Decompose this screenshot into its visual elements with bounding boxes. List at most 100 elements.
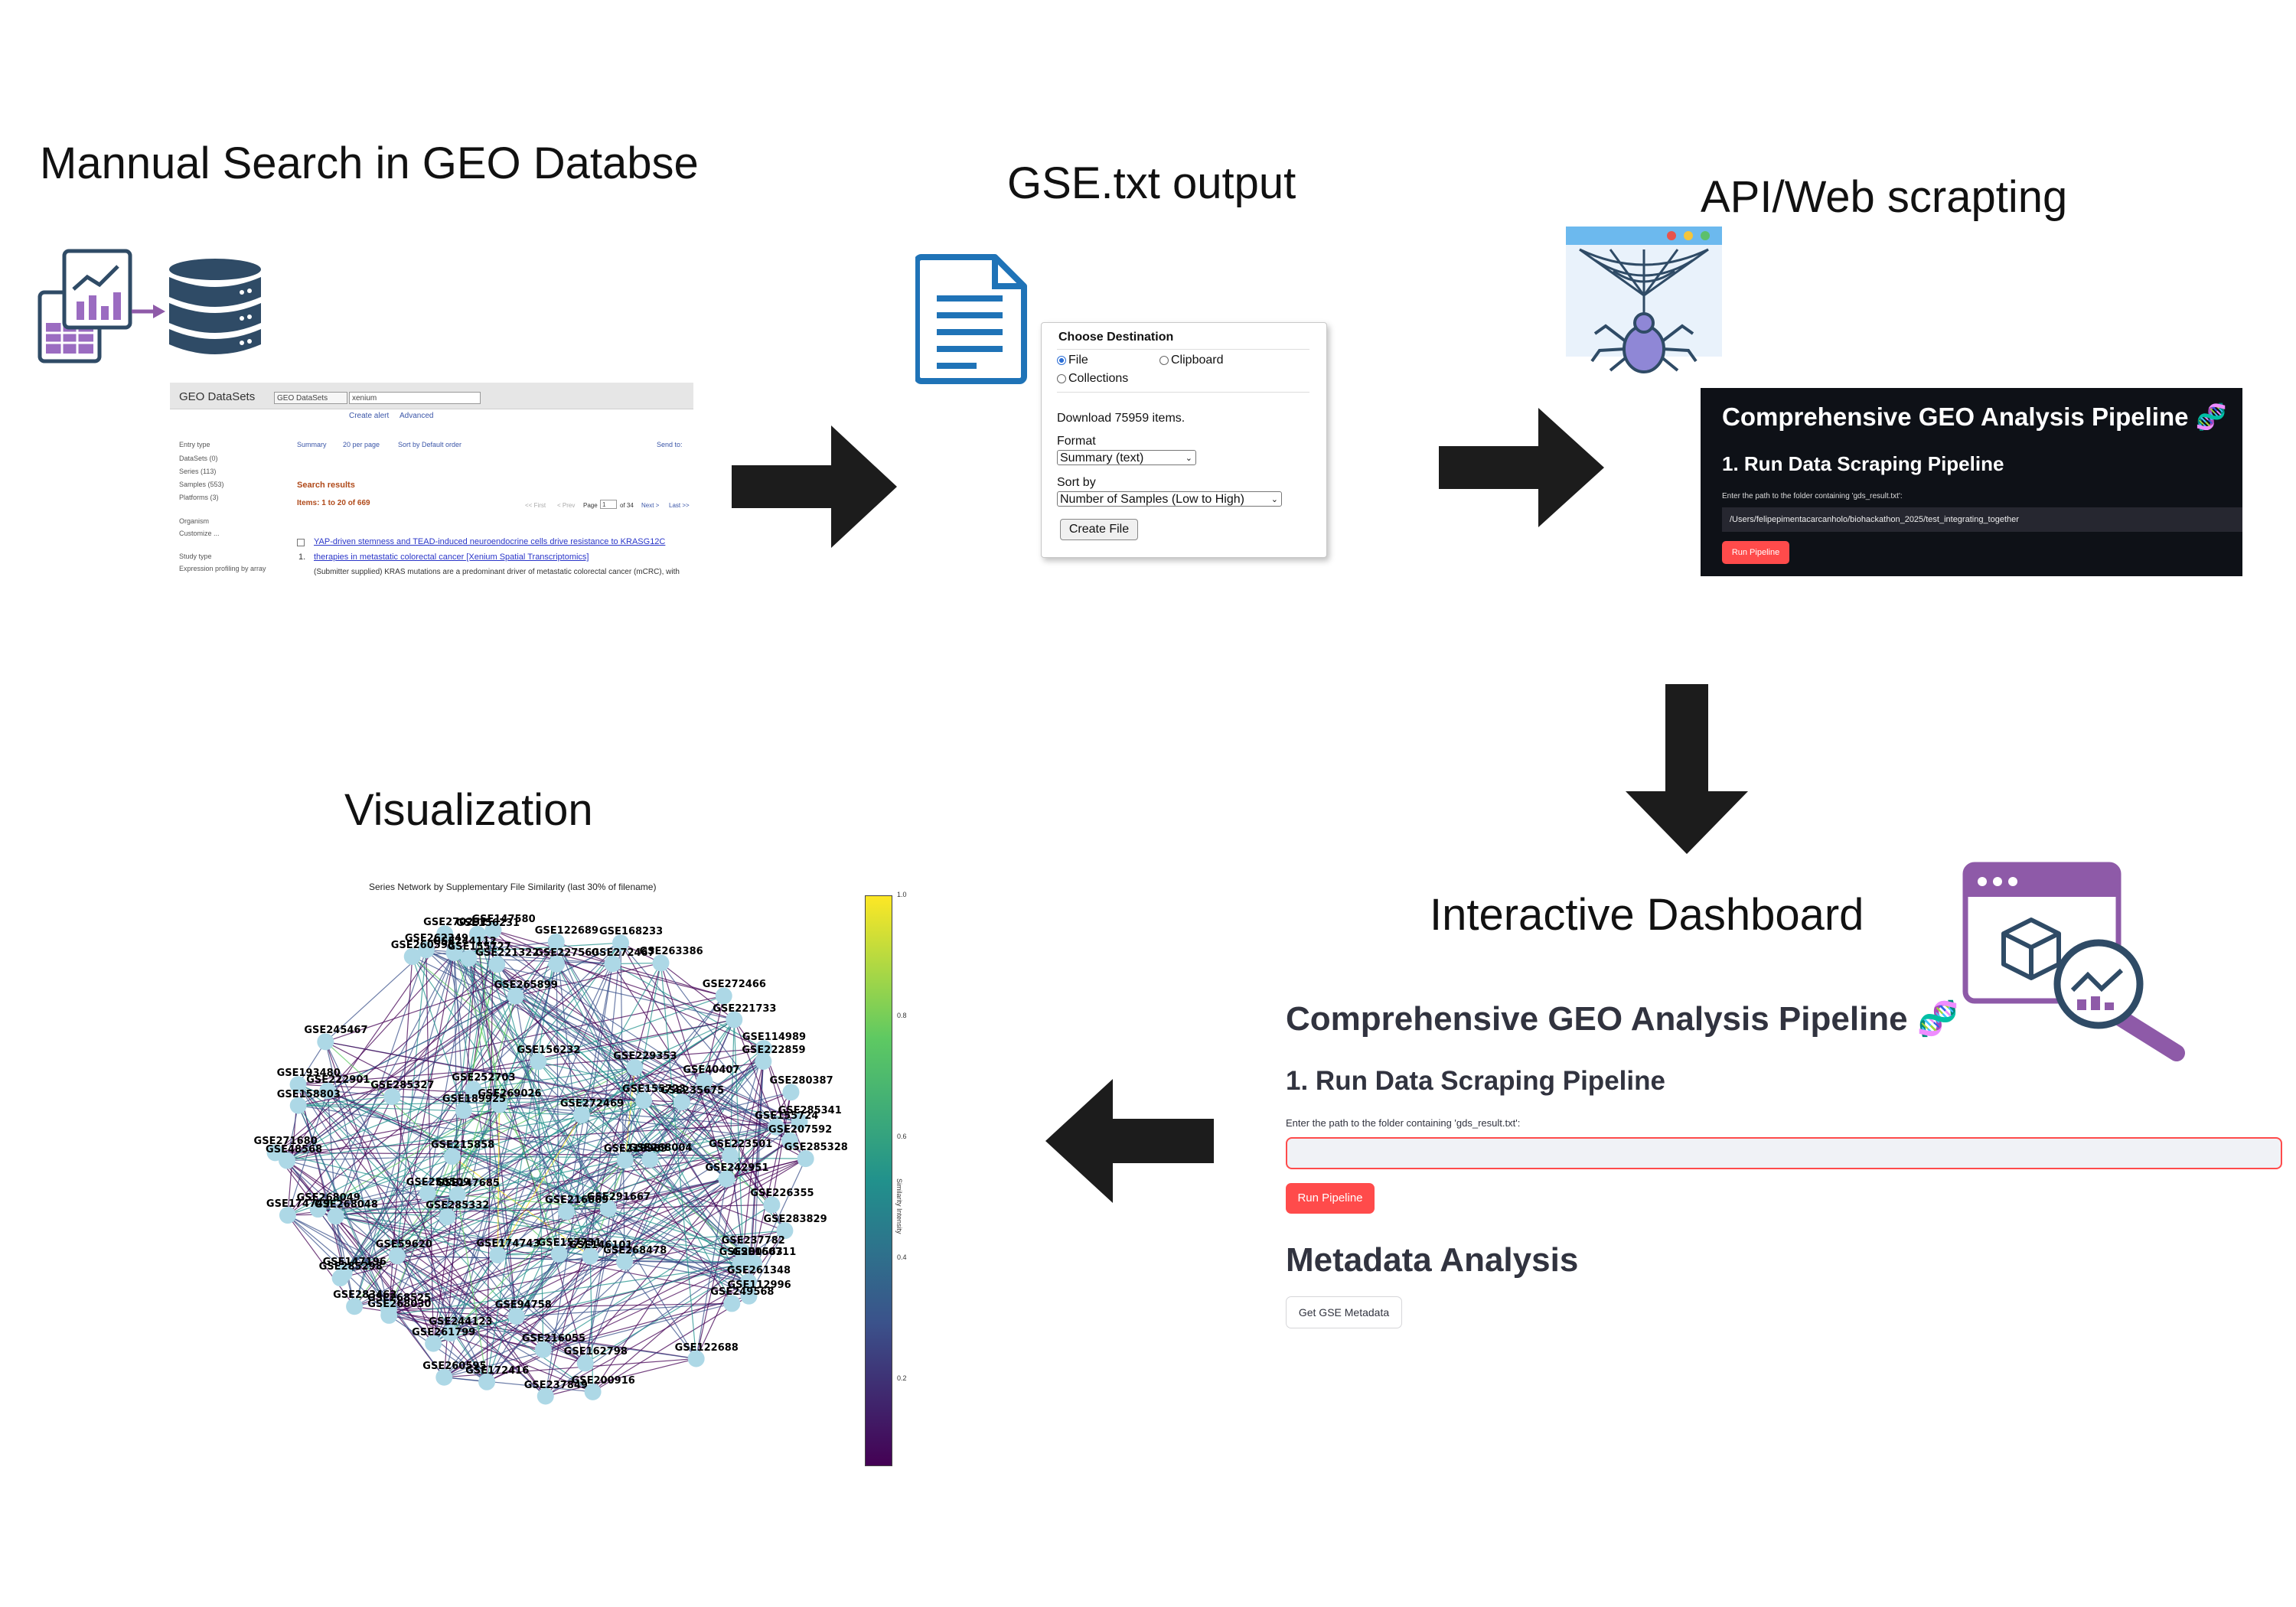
get-gse-metadata-button[interactable]: Get GSE Metadata [1286, 1296, 1402, 1328]
network-node-label: GSE223501 [709, 1139, 773, 1150]
network-edge [450, 1263, 755, 1334]
network-node [745, 1254, 763, 1272]
geo-search-input[interactable]: xenium [349, 392, 481, 404]
network-node-label: GSE229353 [613, 1050, 677, 1062]
geo-send-to-menu[interactable]: Send to: [657, 441, 683, 448]
network-edge [497, 1114, 582, 1256]
network-edge [318, 1019, 735, 1210]
network-edge [515, 996, 791, 1142]
geo-pager-next[interactable]: Next > [641, 502, 660, 509]
network-node-label: GSE218989 [603, 1143, 667, 1156]
format-select[interactable]: Summary (text)⌄ [1057, 450, 1196, 465]
network-node-label: GSE250509 [406, 1176, 470, 1188]
network-edge [496, 963, 727, 1180]
geo-pager-last[interactable]: Last >> [669, 502, 690, 509]
network-node [548, 955, 566, 973]
network-edge [486, 1114, 582, 1382]
geo-customize-link[interactable]: Customize ... [179, 530, 220, 537]
dialog-divider [1057, 392, 1309, 393]
network-node-label: GSE227560 [535, 947, 599, 959]
network-edge [742, 1061, 764, 1253]
dark-section-title: 1. Run Data Scraping Pipeline [1722, 452, 2004, 475]
light-run-pipeline-button[interactable]: Run Pipeline [1286, 1183, 1375, 1214]
network-edge [354, 1254, 498, 1307]
network-node [266, 1144, 284, 1162]
network-node [530, 1053, 547, 1071]
network-node-label: GSE265899 [494, 979, 558, 991]
network-node-label: GSE269026 [478, 1087, 542, 1100]
network-node-label: GSE285341 [778, 1104, 842, 1116]
dark-run-pipeline-button[interactable]: Run Pipeline [1722, 541, 1789, 564]
network-node-label: GSE158803 [276, 1088, 341, 1100]
dark-path-input[interactable]: /Users/felipepimentacarcanholo/biohackat… [1722, 507, 2242, 532]
geo-filter-item[interactable]: Series (113) [179, 468, 217, 475]
network-edge [325, 949, 427, 1042]
network-edge [486, 1100, 644, 1383]
create-file-button[interactable]: Create File [1060, 519, 1138, 540]
light-path-label: Enter the path to the folder containing … [1286, 1117, 1521, 1129]
geo-result-title-line2[interactable]: therapies in metastatic colorectal cance… [314, 553, 589, 562]
geo-page-input[interactable]: 1 [600, 500, 617, 509]
geo-result-title-line1[interactable]: YAP-driven stemness and TEAD-induced neu… [314, 537, 666, 546]
network-edge [545, 1126, 777, 1397]
geo-pager-first[interactable]: << First [525, 502, 546, 509]
geo-per-page-menu[interactable]: 20 per page [343, 441, 380, 448]
network-node [445, 944, 463, 962]
network-edge [497, 963, 614, 1256]
sort-select[interactable]: Number of Samples (Low to High)⌄ [1057, 491, 1282, 507]
geo-study-item[interactable]: Expression profiling by array [179, 565, 266, 572]
spider-web-icon [1566, 227, 1722, 373]
network-edge [286, 1101, 683, 1162]
network-edge [318, 952, 455, 1210]
network-node-label: GSE160711 [732, 1246, 797, 1258]
geo-advanced-link[interactable]: Advanced [400, 412, 434, 420]
geo-pager-prev[interactable]: < Prev [557, 502, 576, 509]
network-node-label: GSE155724 [755, 1110, 819, 1122]
network-edge [608, 1208, 749, 1283]
geo-create-alert-link[interactable]: Create alert [349, 412, 390, 420]
network-edge [763, 1048, 807, 1159]
geo-summary-menu[interactable]: Summary [297, 441, 327, 448]
network-node [599, 1200, 617, 1217]
network-edge [354, 1159, 626, 1307]
network-edge [771, 1092, 792, 1205]
network-edge [318, 1104, 500, 1210]
geo-result-checkbox[interactable] [297, 539, 305, 546]
geo-sort-menu[interactable]: Sort by Default order [398, 441, 462, 448]
geo-database-select[interactable]: GEO DataSets [274, 392, 347, 404]
network-node-label: GSE237849 [523, 1379, 588, 1391]
radio-file[interactable]: File [1057, 354, 1088, 367]
network-edge [391, 1096, 451, 1334]
geo-filter-item[interactable]: Platforms (3) [179, 494, 219, 501]
network-node-label: GSE222859 [742, 1044, 806, 1056]
arrow-right-icon [132, 305, 165, 318]
network-node [317, 1033, 334, 1051]
network-edge [454, 953, 465, 1111]
network-node-label: GSE263386 [639, 946, 703, 958]
network-node [763, 1196, 781, 1214]
geo-filter-item[interactable]: Samples (553) [179, 481, 224, 488]
network-node [380, 1301, 397, 1319]
database-icon [169, 259, 261, 354]
network-edge [388, 1126, 777, 1310]
geo-filter-item[interactable]: DataSets (0) [179, 455, 218, 462]
radio-collections[interactable]: Collections [1057, 372, 1128, 386]
network-edge [432, 942, 621, 1344]
network-node-label: GSE207592 [768, 1123, 833, 1136]
network-edge [325, 1041, 755, 1264]
stage-title-api-scraping: API/Web scrapting [1701, 172, 2068, 222]
network-node [327, 1208, 344, 1225]
network-node [383, 1088, 401, 1106]
network-edge [426, 949, 735, 1021]
network-edge [497, 1178, 727, 1256]
network-edge [477, 934, 727, 1179]
network-node-label: GSE155723 [622, 1084, 687, 1096]
radio-clipboard[interactable]: Clipboard [1159, 354, 1223, 367]
network-node [346, 1298, 364, 1315]
light-app-title: Comprehensive GEO Analysis Pipeline 🧬 [1286, 999, 1959, 1038]
network-node-label: GSE157731 [537, 1237, 602, 1249]
radio-collections-label: Collections [1068, 372, 1129, 385]
network-node-label: GSE162798 [563, 1346, 628, 1358]
light-path-input[interactable] [1286, 1137, 2282, 1169]
